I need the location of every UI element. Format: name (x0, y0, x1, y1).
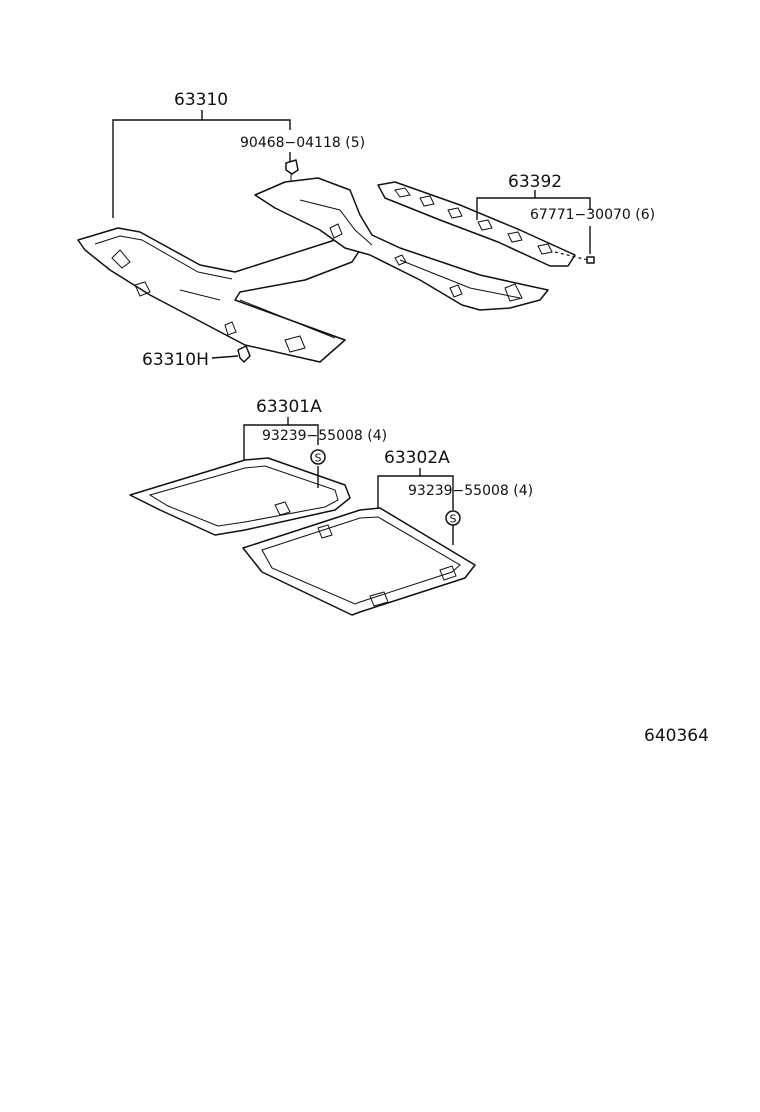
label-93239-55008-rear: 93239−55008 (4) (408, 483, 533, 499)
label-67771-30070: 67771−30070 (6) (530, 207, 655, 223)
label-63310: 63310 (174, 90, 228, 110)
front-panel-63301A (129, 457, 351, 536)
headliner-63310 (77, 177, 549, 363)
clip-icon (285, 159, 299, 182)
rear-panel-63302A (242, 507, 476, 616)
rear-trim-63392 (377, 181, 576, 267)
label-63302A: 63302A (384, 448, 450, 468)
svg-text:S: S (315, 452, 322, 465)
screw-icon: S (445, 510, 461, 526)
label-63310H: 63310H (142, 350, 209, 370)
label-90468-04118: 90468−04118 (5) (240, 135, 365, 151)
rear-trim-clip-icon (586, 256, 595, 264)
label-93239-55008-front: 93239−55008 (4) (262, 428, 387, 444)
label-63392: 63392 (508, 172, 562, 192)
label-63301A: 63301A (256, 397, 322, 417)
svg-text:S: S (450, 513, 457, 526)
hook-icon (237, 345, 251, 363)
figure-number: 640364 (644, 726, 709, 746)
screw-icon: S (310, 449, 326, 465)
